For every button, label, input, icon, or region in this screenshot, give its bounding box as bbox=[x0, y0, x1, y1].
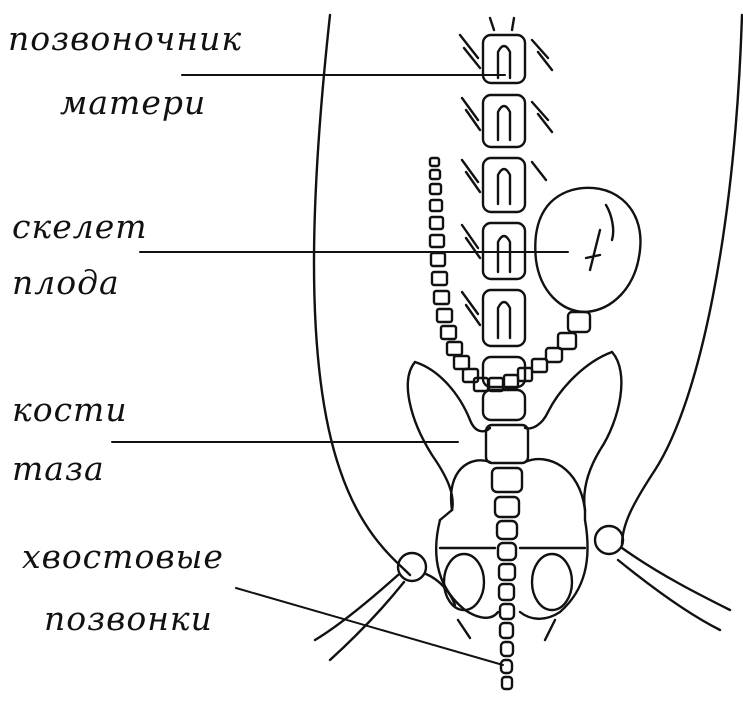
body-outline-right bbox=[622, 15, 742, 545]
fetus-skull bbox=[535, 188, 640, 312]
label-pelvic-bones-line2: таза bbox=[12, 452, 105, 485]
label-tail-vertebrae-line2: позвонки bbox=[44, 602, 213, 635]
body-outline-left bbox=[314, 15, 410, 575]
label-mother-spine-line2: матери bbox=[60, 86, 206, 119]
label-fetus-skeleton-line1: скелет bbox=[12, 210, 148, 243]
label-fetus-skeleton-line2: плода bbox=[12, 266, 120, 299]
label-pelvic-bones-line1: кости bbox=[12, 393, 128, 426]
label-tail-vertebrae-line1: хвостовые bbox=[22, 540, 224, 573]
label-mother-spine-line1: позвоночник bbox=[8, 22, 242, 55]
pelvic-bones bbox=[315, 352, 730, 660]
tail-vertebrae bbox=[492, 468, 522, 689]
